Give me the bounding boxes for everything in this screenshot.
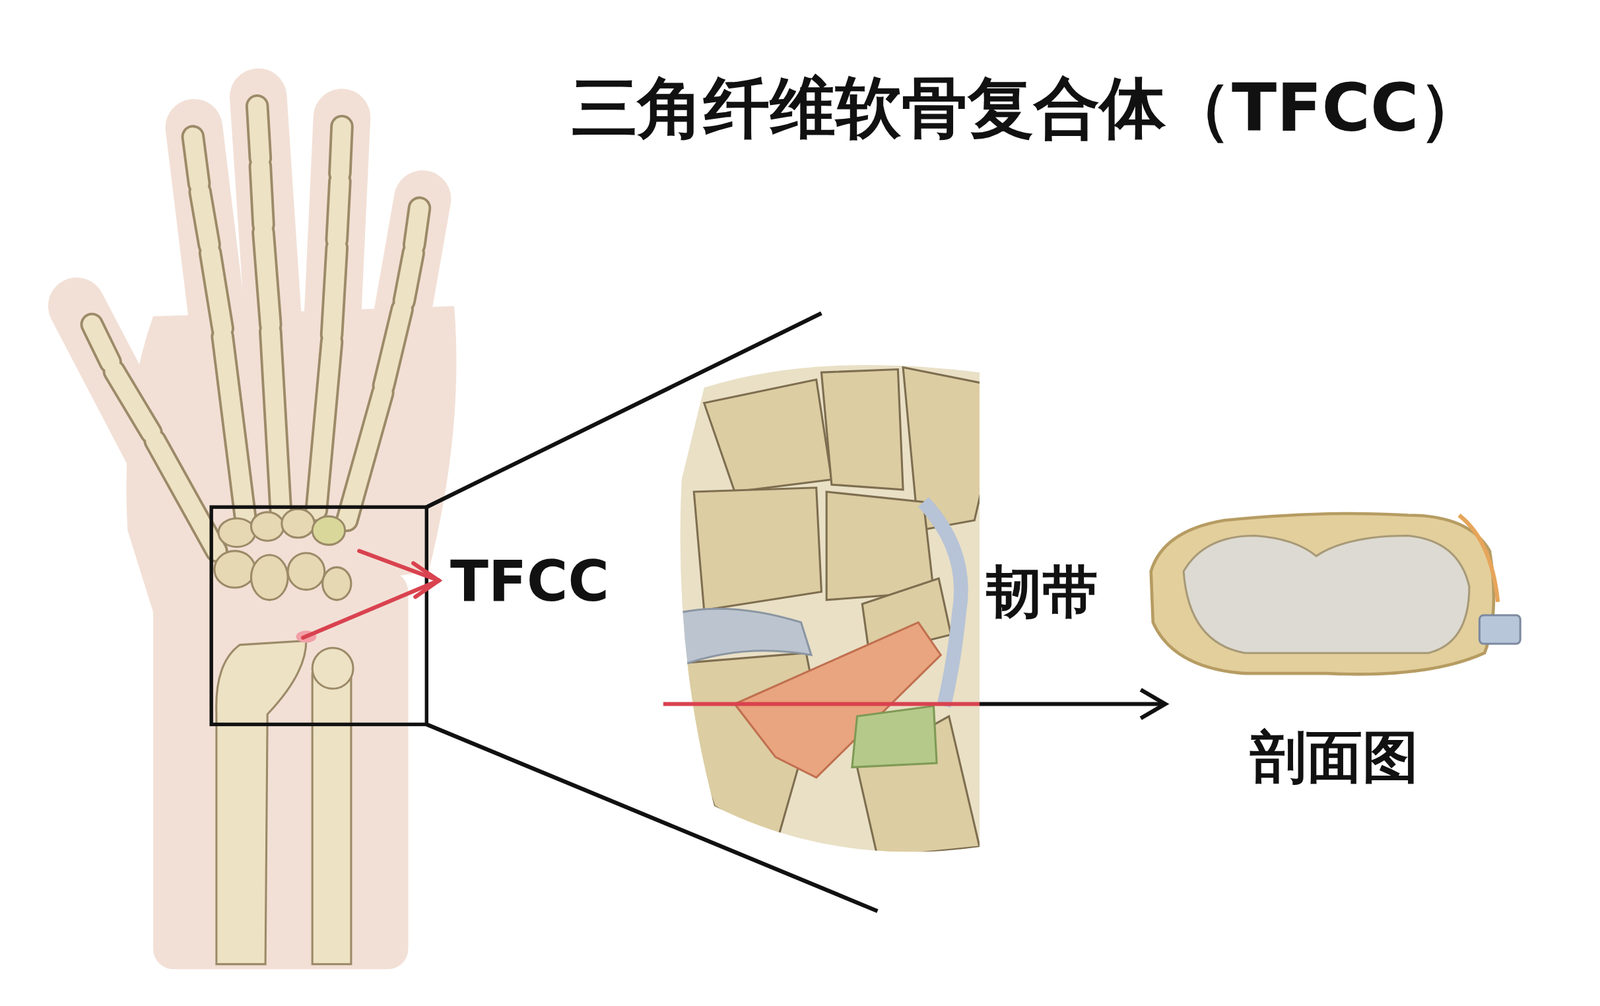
ligament-band	[734, 622, 941, 778]
part-label: 剖面图	[1250, 724, 1419, 790]
hand-bones	[91, 106, 420, 552]
carpal-bone	[250, 512, 284, 541]
pointer-arrow	[302, 551, 439, 638]
ulnar-ligament	[923, 501, 962, 706]
carpal-bone	[693, 487, 822, 610]
tfcc-tissue	[852, 706, 937, 768]
pointer-line	[302, 580, 439, 638]
carpal-bone	[312, 516, 345, 545]
carpal-bones	[214, 508, 352, 600]
radius-bone	[216, 640, 307, 965]
carpal-bone	[281, 508, 315, 538]
bone-outline	[91, 106, 420, 552]
diagram-title: 三角纤维软骨复合体（TFCC）	[571, 69, 1485, 146]
carpal-bone	[250, 555, 288, 600]
zoomed-wrist	[663, 347, 1006, 868]
carpal-bone	[826, 491, 934, 600]
section-arrow	[979, 701, 1164, 706]
hand-skin	[76, 97, 457, 970]
metacarpal-base	[704, 379, 832, 492]
detail-box	[211, 506, 427, 725]
pointer-line	[359, 551, 439, 581]
section-cavity	[1183, 535, 1470, 653]
cartilage	[681, 608, 812, 666]
carpal-bone	[322, 566, 352, 600]
ulna-head	[312, 647, 354, 689]
part-label: 韧带	[986, 559, 1099, 625]
part-label: TFCC	[450, 549, 610, 614]
forearm-skin	[153, 571, 408, 970]
cross-section	[1151, 513, 1521, 674]
carpal-bone	[218, 518, 256, 547]
carpal-bone	[287, 553, 325, 591]
arrow-head	[1140, 689, 1166, 719]
zoom-bones	[681, 366, 1006, 857]
section-shell	[1151, 513, 1494, 674]
carpal-bone	[214, 551, 256, 589]
section-ligament	[1479, 615, 1521, 644]
pointer-head	[413, 563, 439, 597]
ulna-bone	[312, 673, 352, 965]
section-tissue	[1458, 515, 1498, 602]
section-line	[663, 701, 980, 706]
metacarpal-base	[821, 369, 903, 490]
